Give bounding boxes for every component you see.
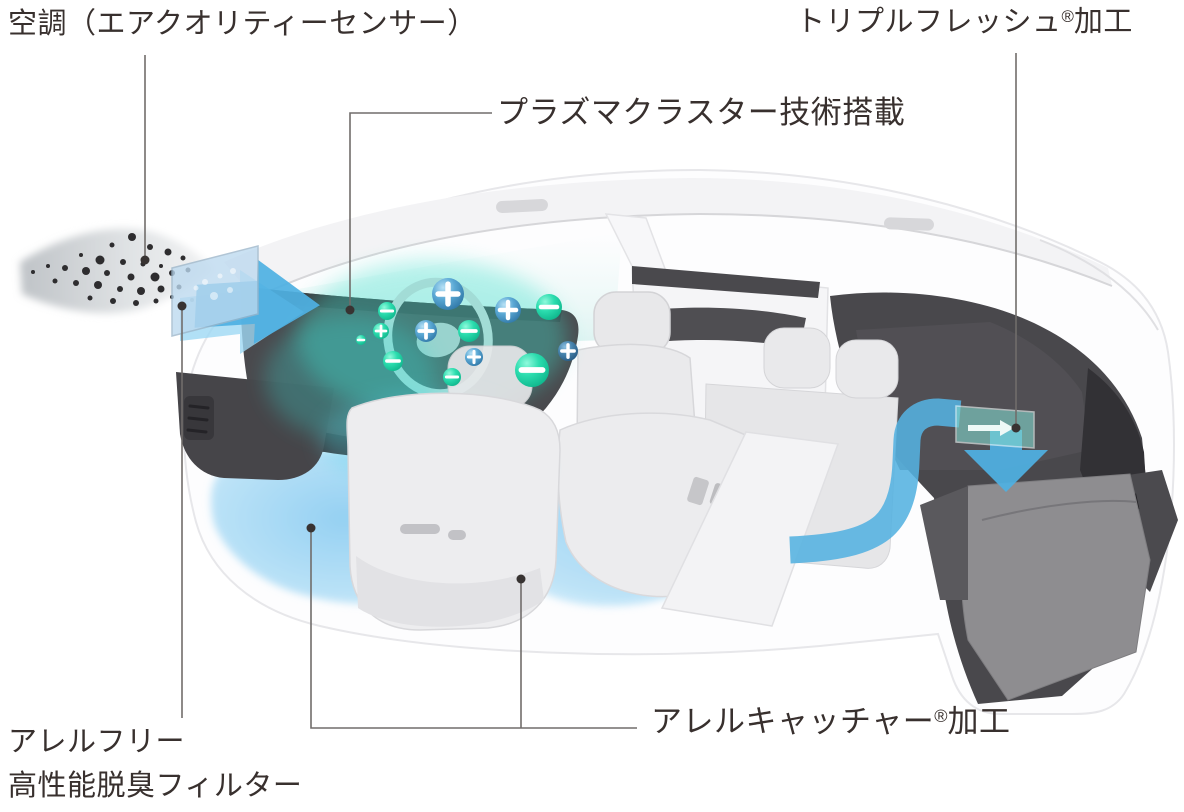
ion-minus-icon <box>378 302 396 320</box>
seat-switch <box>448 530 466 540</box>
dust-particle-dot <box>52 278 58 284</box>
dust-particle-dot <box>159 264 163 268</box>
dust-particle-dot <box>94 281 102 289</box>
registered-mark: ® <box>934 706 948 727</box>
dust-particle-dot <box>31 270 35 274</box>
label-aller-free-line2: 高性能脱臭フィルター <box>8 770 303 802</box>
dust-particle-dot <box>180 255 186 261</box>
label-hvac-air-quality-sensor: 空調（エアクオリティーセンサー） <box>8 8 477 40</box>
ion-plus-icon <box>558 341 578 361</box>
dust-particle-dot <box>164 248 172 256</box>
dust-particle-dot <box>128 233 136 241</box>
ion-minus-icon <box>515 353 549 387</box>
dust-particle-dot <box>79 253 83 257</box>
panel-arrow-icon <box>1000 420 1014 436</box>
dust-particle-dot <box>150 272 160 282</box>
dust-particle-dot <box>87 295 93 301</box>
dust-particles <box>31 233 194 306</box>
dust-particle-dot <box>95 255 105 265</box>
label-aller-free-filter: アレルフリー 高性能脱臭フィルター <box>8 720 302 808</box>
air-intake-group <box>20 228 320 354</box>
dust-particle-dot <box>153 298 159 304</box>
dust-particle-dot <box>110 298 116 304</box>
label-triple-fresh-suffix: 加工 <box>1073 6 1133 38</box>
registered-mark: ® <box>1061 6 1074 26</box>
dust-particle-dot <box>137 287 145 295</box>
dust-particle-dot <box>73 280 79 286</box>
ion-minus-icon <box>536 294 562 320</box>
dust-particle-dot <box>157 285 165 293</box>
roof-grab-handle <box>496 198 548 214</box>
ion-plus-icon <box>495 297 521 323</box>
label-aller-free-line1: アレルフリー <box>8 726 186 758</box>
seatbelt-buckle <box>687 476 709 506</box>
ion-minus-icon <box>443 368 461 386</box>
ion-minus-icon <box>458 320 480 342</box>
roof <box>224 178 1159 331</box>
dust-particle-dot <box>147 244 153 250</box>
label-aller-catcher-name: アレルキャッチャー <box>651 704 935 739</box>
airflow-down-arrow-icon <box>964 430 1048 492</box>
leader-allercatcher <box>310 528 637 729</box>
rear-seat-side-trim <box>660 431 840 627</box>
leader-dots <box>140 255 1021 584</box>
ion-plus-icon <box>465 348 483 366</box>
leader-plasmacluster <box>349 112 492 309</box>
dust-particle-dot <box>133 300 139 306</box>
dust-particle-dot <box>62 265 68 271</box>
rear-airflow-group <box>789 398 1048 564</box>
dust-particle-dot <box>46 264 50 268</box>
dust-particle-dot <box>82 267 90 275</box>
ion-minus-icon <box>383 351 403 371</box>
dust-particle-dot <box>120 259 126 265</box>
trunk-seam <box>1039 239 1159 331</box>
dust-particle-dot <box>117 286 123 292</box>
dust-particle-dot <box>109 242 115 248</box>
leader-lines <box>144 53 1017 729</box>
dust-particle-dot <box>104 270 110 276</box>
label-aller-catcher-suffix: 加工 <box>947 704 1011 739</box>
label-aller-catcher: アレルキャッチャー®加工 <box>651 703 1010 742</box>
deodorizing-filter-panel <box>171 245 259 337</box>
ion-plus-icon <box>415 320 437 342</box>
rear-headrest <box>763 327 831 389</box>
dust-particle-dot <box>127 273 135 281</box>
label-triple-fresh: トリプルフレッシュ®加工 <box>796 4 1133 40</box>
label-plasmacluster: プラズマクラスター技術搭載 <box>497 95 906 130</box>
rear-bench-cushion <box>557 412 840 627</box>
rear-headrest <box>835 339 899 399</box>
ion-minus-icon <box>356 335 366 345</box>
ion-plus-icon <box>373 323 389 339</box>
seat-switch <box>400 524 440 534</box>
label-triple-fresh-name: トリプルフレッシュ <box>796 6 1062 38</box>
plasmacluster-ions <box>356 278 578 387</box>
ion-plus-icon <box>432 278 464 310</box>
roof-grab-handle <box>884 217 934 231</box>
door-window-trim <box>632 266 820 298</box>
rear-airflow-band <box>789 398 962 564</box>
rear-trunk-area <box>830 292 1178 704</box>
driver-seat <box>346 345 561 631</box>
